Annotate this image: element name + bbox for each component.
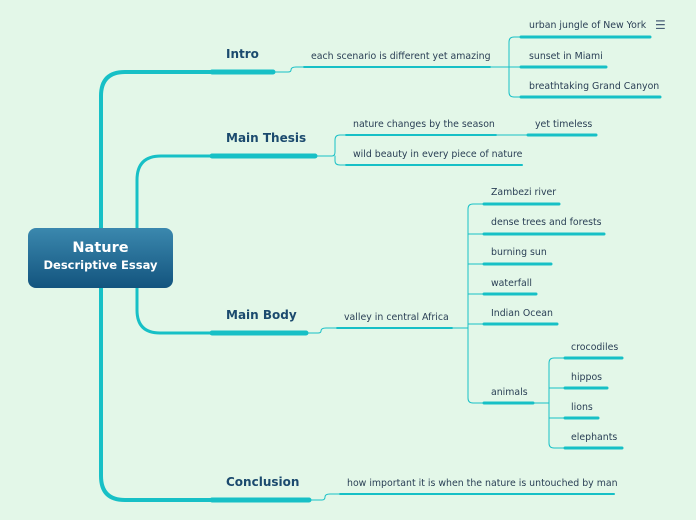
topic-intro-leaf-1[interactable]: urban jungle of New York bbox=[529, 20, 647, 31]
topic-thesis-leaf[interactable]: yet timeless bbox=[535, 119, 593, 130]
topic-animal-3[interactable]: lions bbox=[571, 402, 593, 413]
connector-root-intro bbox=[99, 70, 213, 230]
connector-animals bbox=[532, 357, 566, 449]
connector-intro-child bbox=[272, 66, 305, 73]
connector-body-child bbox=[305, 327, 338, 334]
connector-root-conclusion bbox=[99, 286, 213, 502]
topic-intro-child[interactable]: each scenario is different yet amazing bbox=[311, 51, 491, 62]
topic-animal-1[interactable]: crocodiles bbox=[571, 342, 619, 353]
central-topic-subtitle: Descriptive Essay bbox=[43, 258, 158, 272]
branch-intro[interactable]: Intro bbox=[226, 47, 259, 61]
central-topic-title: Nature bbox=[72, 240, 129, 256]
topic-body-item-4[interactable]: waterfall bbox=[491, 278, 532, 289]
connector-root-body bbox=[135, 286, 213, 335]
topic-animal-4[interactable]: elephants bbox=[571, 432, 618, 443]
connector-root-thesis bbox=[135, 154, 213, 230]
hamburger-menu-icon[interactable]: ☰ bbox=[655, 18, 666, 32]
connector-thesis-children bbox=[314, 134, 347, 166]
branch-main-thesis[interactable]: Main Thesis bbox=[226, 131, 307, 145]
topic-body-item-1[interactable]: Zambezi river bbox=[491, 187, 557, 198]
topic-animal-2[interactable]: hippos bbox=[571, 372, 603, 383]
central-topic[interactable]: Nature Descriptive Essay bbox=[28, 228, 173, 288]
branch-conclusion[interactable]: Conclusion bbox=[226, 475, 300, 489]
topic-body-item-2[interactable]: dense trees and forests bbox=[491, 217, 602, 228]
topic-body-child[interactable]: valley in central Africa bbox=[344, 312, 449, 323]
connector-conclusion-child bbox=[308, 493, 341, 501]
topic-thesis-child-2[interactable]: wild beauty in every piece of nature bbox=[353, 149, 523, 160]
connector-body-items bbox=[451, 203, 485, 404]
topic-body-item-5[interactable]: Indian Ocean bbox=[491, 308, 553, 319]
topic-body-item-3[interactable]: burning sun bbox=[491, 247, 547, 258]
topic-body-item-6[interactable]: animals bbox=[491, 387, 528, 398]
branch-main-body[interactable]: Main Body bbox=[226, 308, 297, 322]
topic-thesis-child-1[interactable]: nature changes by the season bbox=[353, 119, 495, 130]
topic-intro-leaf-2[interactable]: sunset in Miami bbox=[529, 51, 603, 62]
connector-intro-leaves bbox=[489, 36, 522, 98]
topic-intro-leaf-3[interactable]: breathtaking Grand Canyon bbox=[529, 81, 660, 92]
topic-conclusion-child[interactable]: how important it is when the nature is u… bbox=[347, 478, 618, 489]
